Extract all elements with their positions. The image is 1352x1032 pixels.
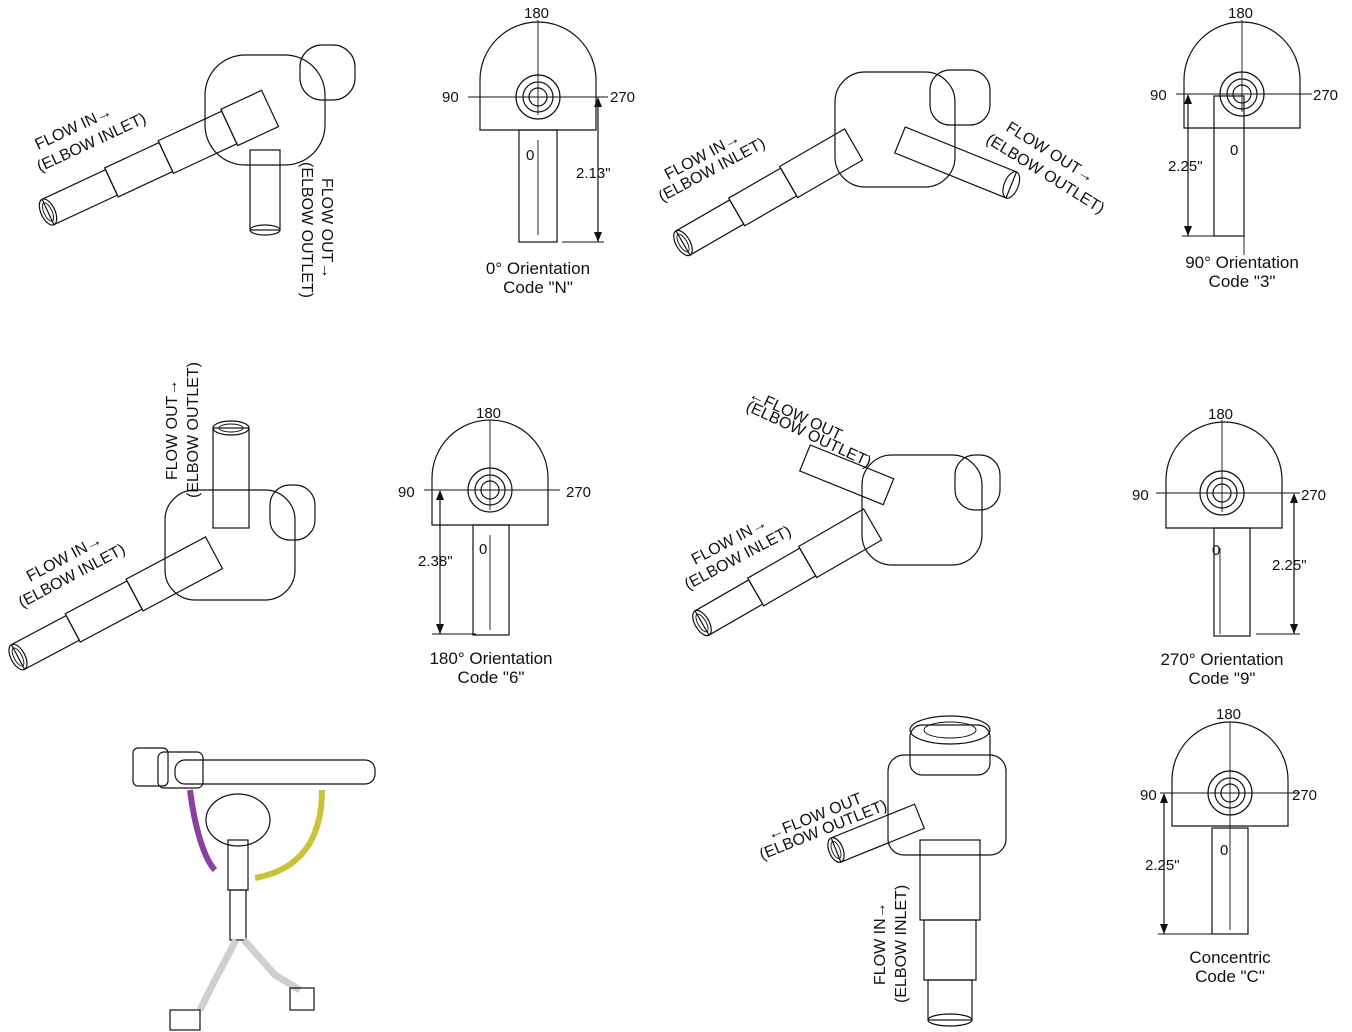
drawing-90-orientation: 180 90 270 0 2.25" 90° Orientation Code … — [1150, 5, 1338, 291]
orientation-caption: 270° Orientation — [1160, 650, 1283, 669]
elbow-inlet-label: (ELBOW INLET) — [893, 885, 910, 1003]
elbow-outlet-label: (ELBOW OUTLET) — [185, 362, 202, 498]
orientation-code: Code "9" — [1189, 669, 1256, 688]
orientation-caption: 0° Orientation — [486, 259, 590, 278]
angle-180-label: 180 — [1228, 5, 1253, 22]
angle-180-label: 180 — [1216, 706, 1241, 723]
orientation-code: Code "N" — [503, 278, 573, 297]
angle-270-label: 270 — [610, 89, 635, 106]
drawing-270-orientation: 180 90 270 0 2.25" 270° Orientation Code… — [1132, 406, 1326, 688]
drawing-concentric: 180 90 270 0 2.25" Concentric Code "C" — [1140, 706, 1317, 986]
dimension-label: 2.13" — [576, 165, 611, 182]
orientation-code: Code "C" — [1195, 967, 1265, 986]
orientation-caption: 180° Orientation — [429, 649, 552, 668]
elbow-outlet-label: (ELBOW OUTLET) — [743, 398, 873, 471]
dimension-label: 2.25" — [1168, 158, 1203, 175]
orientation-code: Code "6" — [458, 668, 525, 687]
orientation-caption: 90° Orientation — [1185, 253, 1299, 272]
angle-180-label: 180 — [476, 405, 501, 422]
dimension-label: 2.25" — [1145, 857, 1180, 874]
angle-0-label: 0 — [526, 147, 534, 164]
angle-0-label: 0 — [1212, 542, 1220, 559]
angle-0-label: 0 — [479, 541, 487, 558]
angle-0-label: 0 — [1220, 842, 1228, 859]
angle-180-label: 180 — [524, 5, 549, 22]
angle-270-label: 270 — [1292, 787, 1317, 804]
angle-90-label: 90 — [1150, 87, 1167, 104]
flow-out-label: FLOW OUT→ — [164, 380, 181, 480]
dimension-label: 2.25" — [1272, 557, 1307, 574]
elbow-view-0-orientation — [38, 44, 356, 236]
angle-90-label: 90 — [442, 89, 459, 106]
drawing-180-orientation: 180 90 270 0 2.38" 180° Orientation Code… — [398, 405, 591, 687]
orientation-caption: Concentric — [1189, 948, 1271, 967]
angle-270-label: 270 — [1313, 87, 1338, 104]
thermocouple-assembly-illustration — [132, 747, 376, 1031]
orientation-code: Code "3" — [1209, 272, 1276, 291]
elbow-view-180-orientation — [8, 420, 316, 671]
angle-270-label: 270 — [1301, 487, 1326, 504]
flow-out-label: FLOW OUT→ — [318, 178, 335, 278]
angle-90-label: 90 — [398, 484, 415, 501]
angle-0-label: 0 — [1230, 142, 1238, 159]
angle-90-label: 90 — [1132, 487, 1149, 504]
angle-90-label: 90 — [1140, 787, 1157, 804]
angle-180-label: 180 — [1208, 406, 1233, 423]
elbow-outlet-label: (ELBOW OUTLET) — [298, 162, 315, 298]
flow-in-label: FLOW IN→ — [872, 902, 889, 985]
elbow-view-90-orientation — [673, 69, 1021, 257]
elbow-view-270-orientation — [692, 444, 1001, 637]
drawing-0-orientation: 180 90 270 0 2.13" 0° Orientation Code "… — [442, 5, 635, 297]
dimension-label: 2.38" — [418, 553, 453, 570]
elbow-view-concentric — [827, 715, 1007, 1027]
angle-270-label: 270 — [566, 484, 591, 501]
